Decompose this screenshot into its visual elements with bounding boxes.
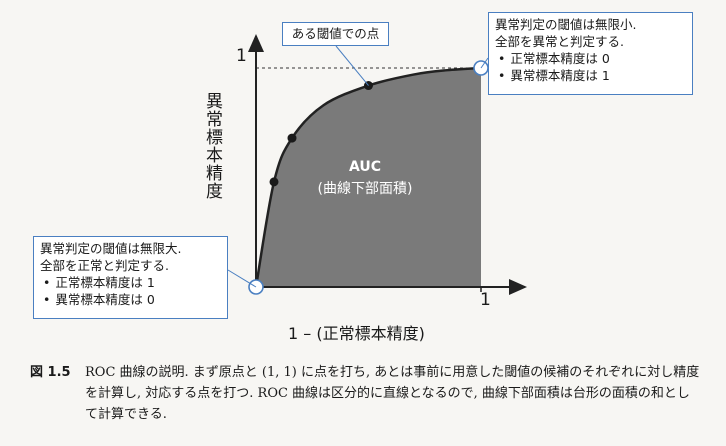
roc-threshold-point (287, 133, 297, 143)
auc-area-label: AUC (曲線下部面積) (300, 156, 430, 200)
callout-bullet: 異常標本精度は 0 (40, 291, 221, 308)
infinite-threshold-callout: 異常判定の閾値は無限大. 全部を正常と判定する. 正常標本精度は 1 異常標本精… (33, 236, 228, 319)
callout-point-text: ある閾値での点 (291, 26, 380, 41)
callout-line: 異常判定の閾値は無限小. (495, 17, 637, 32)
infinitesimal-threshold-callout: 異常判定の閾値は無限小. 全部を異常と判定する. 正常標本精度は 0 異常標本精… (488, 12, 693, 95)
threshold-point-callout: ある閾値での点 (282, 22, 389, 46)
callout-line: 全部を正常と判定する. (40, 258, 169, 273)
callout-bullet: 異常標本精度は 1 (495, 67, 686, 84)
auc-title: AUC (348, 159, 382, 175)
callout-line: 異常判定の閾値は無限大. (40, 241, 182, 256)
chart-plot-area (227, 34, 527, 295)
auc-subtitle: (曲線下部面積) (317, 181, 413, 197)
callout-leader-line (335, 45, 369, 86)
y-axis-label: 異常標本精度 (202, 92, 222, 200)
caption-text: ROC 曲線の説明. まず原点と (1, 1) に点を打ち, あとは事前に用意し… (85, 365, 700, 422)
y-axis-tick-label: 1 (236, 46, 247, 66)
callout-leader-line (480, 57, 489, 69)
x-axis-tick-label: 1 (480, 290, 491, 310)
caption-label: 図 1.5 (30, 365, 71, 380)
callout-bullet: 正常標本精度は 1 (40, 274, 221, 291)
figure-caption: 図 1.5 ROC 曲線の説明. まず原点と (1, 1) に点を打ち, あとは… (30, 362, 702, 425)
roc-threshold-point (269, 177, 279, 187)
x-axis-label: 1 – (正常標本精度) (288, 324, 425, 343)
auc-area (256, 68, 481, 287)
callout-line: 全部を異常と判定する. (495, 34, 624, 49)
callout-leader-line (227, 269, 257, 288)
callout-bullet: 正常標本精度は 0 (495, 50, 686, 67)
